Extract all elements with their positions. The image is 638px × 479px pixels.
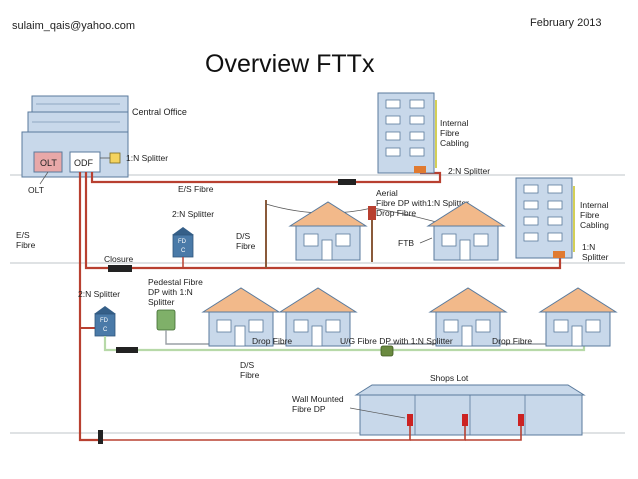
house-row2-4: [539, 287, 617, 347]
internal-2-label-c: Cabling: [580, 220, 609, 230]
wall-dp-1: [407, 414, 413, 426]
fdc-left-label-a: FD: [100, 318, 109, 324]
internal-1-label-c: Cabling: [440, 138, 469, 148]
es-fibre-left-label-2: Fibre: [16, 240, 36, 250]
house-row1-right: [427, 201, 505, 261]
es-fibre-top-label: E/S Fibre: [178, 184, 214, 194]
wall-mounted-label-2: Fibre DP: [292, 404, 326, 414]
tower-building-2: [515, 177, 575, 259]
slide-title: Overview FTTx: [205, 50, 375, 78]
pedestal-dp: [156, 309, 176, 331]
fibre-to-tower2: [84, 172, 562, 270]
shops-lot-building: [354, 384, 586, 436]
internal-2-label-a: Internal: [580, 200, 608, 210]
ug-fibre-label: U/G Fibre DP with 1:N Splitter: [340, 336, 453, 346]
ds-fibre-mid-label-1: D/S: [236, 231, 251, 241]
aerial-label-2: Fibre DP with1:N Splitter: [376, 198, 469, 208]
splitter-2n-left-label: 2:N Splitter: [78, 289, 120, 299]
co-splitter: [109, 152, 121, 164]
closure-mid: [108, 265, 132, 272]
house-row1-left: [289, 201, 367, 261]
ug-dp: [380, 345, 394, 357]
closure-bottom: [98, 430, 103, 444]
drop-fibre-label-2: Drop Fibre: [492, 336, 532, 346]
ds-fibre-bot-label-2: Fibre: [240, 370, 260, 380]
wall-dp-2: [462, 414, 468, 426]
olt-box-label: OLT: [40, 158, 57, 168]
slide-date: February 2013: [530, 17, 602, 29]
tower2-splitter: [553, 251, 565, 258]
aerial-label-1: Aerial: [376, 188, 398, 198]
wall-dp-3: [518, 414, 524, 426]
drop-fibre-label-1: Drop Fibre: [252, 336, 292, 346]
pedestal-label-2: DP with 1:N: [148, 287, 193, 297]
splitter-1n-right-label-b: Splitter: [582, 252, 609, 262]
splitter-2n-mid-label: 2:N Splitter: [172, 209, 214, 219]
ds-fibre-mid-label-2: Fibre: [236, 241, 256, 251]
es-fibre-left-label-1: E/S: [16, 230, 30, 240]
odf-box-label: ODF: [74, 158, 94, 168]
ds-fibre-bot-label-1: D/S: [240, 360, 255, 370]
internal-1-label-b: Fibre: [440, 128, 460, 138]
fdc-mid-label-b: C: [181, 248, 186, 254]
fibre-trunk-down: [78, 172, 100, 442]
closure-top: [338, 179, 356, 185]
internal-1-label-a: Internal: [440, 118, 468, 128]
aerial-label-3: Drop Fibre: [376, 208, 416, 218]
ftb-label: FTB: [398, 238, 414, 248]
closure-label: Closure: [104, 254, 134, 264]
fdc-mid-label-a: FD: [178, 239, 187, 245]
olt-label: OLT: [28, 185, 44, 195]
internal-2-label-b: Fibre: [580, 210, 600, 220]
co-splitter-label: 1:N Splitter: [126, 153, 168, 163]
aerial-dp: [368, 206, 376, 220]
wall-mounted-label-1: Wall Mounted: [292, 394, 344, 404]
splitter-1n-right-label-a: 1:N: [582, 242, 595, 252]
closure-low: [116, 347, 138, 353]
shops-lot-label: Shops Lot: [430, 373, 469, 383]
pedestal-label-3: Splitter: [148, 297, 175, 307]
tower-building-1: [377, 92, 437, 174]
tower1-splitter: [414, 166, 426, 173]
pedestal-label-1: Pedestal Fibre: [148, 277, 203, 287]
splitter-2n-top-label: 2:N Splitter: [448, 166, 490, 176]
fdc-left-label-b: C: [103, 327, 108, 333]
central-office-label: Central Office: [132, 107, 187, 117]
central-office-building: [21, 95, 129, 178]
author-email: sulaim_qais@yahoo.com: [12, 20, 136, 32]
